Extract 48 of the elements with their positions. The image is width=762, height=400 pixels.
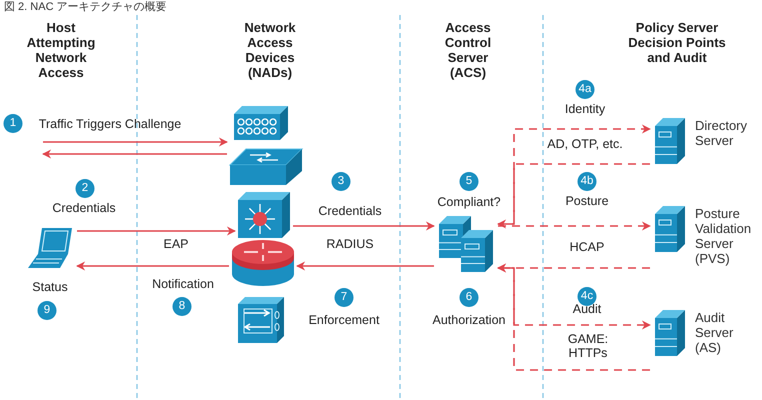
server-label: Audit Server (AS) <box>695 310 734 355</box>
laptop-icon <box>28 226 74 269</box>
step-number: 3 <box>332 172 350 191</box>
step-label: GAME: HTTPs <box>566 332 610 360</box>
step-label: Notification <box>152 277 214 291</box>
switch-icon <box>230 147 302 185</box>
step-label: RADIUS <box>326 237 374 251</box>
atm-switch-icon <box>234 106 288 140</box>
step-number: 6 <box>460 288 478 307</box>
arrow <box>296 262 434 270</box>
server-label: Posture Validation Server (PVS) <box>695 206 752 266</box>
firewall-icon <box>238 297 284 343</box>
step-label: EAP <box>164 237 188 251</box>
column-heading: Policy Server Decision Points and Audit <box>627 20 727 65</box>
step-label: Credentials <box>318 204 382 218</box>
step-label: Enforcement <box>308 313 380 327</box>
figure-title: 図 2. NAC アーキテクチャの概要 <box>4 1 167 14</box>
arrow <box>497 163 650 228</box>
multilayer-switch-icon <box>238 192 290 238</box>
arrow <box>497 264 650 371</box>
step-number: 8 <box>172 297 192 316</box>
step-label: Posture <box>565 194 609 208</box>
column-heading: Access Control Server (ACS) <box>444 20 492 80</box>
step-label: Authorization <box>432 313 506 327</box>
step-number: 2 <box>76 179 94 198</box>
step-label: HCAP <box>570 240 604 254</box>
arrow <box>76 262 229 270</box>
step-label: Traffic Triggers Challenge <box>38 117 182 131</box>
arrow <box>293 222 435 230</box>
arrow <box>42 150 227 158</box>
step-number: 1 <box>4 114 22 133</box>
column-heading: Host Attempting Network Access <box>26 20 96 80</box>
step-label: Identity <box>564 102 606 116</box>
arrow <box>498 222 651 230</box>
step-number: 5 <box>460 172 478 191</box>
step-label: AD, OTP, etc. <box>547 137 623 151</box>
column-heading: Network Access Devices (NADs) <box>243 20 297 80</box>
step-label: Status <box>32 280 68 294</box>
step-label: Compliant? <box>437 195 501 209</box>
step-number: 7 <box>334 288 354 307</box>
router-icon <box>232 238 294 288</box>
step-number: 9 <box>38 301 56 320</box>
arrow <box>77 226 236 236</box>
step-number: 4a <box>576 80 594 99</box>
step-label: Credentials <box>52 201 116 215</box>
server-label: Directory Server <box>695 118 748 148</box>
arrow <box>43 138 228 146</box>
step-number: 4b <box>578 172 596 191</box>
